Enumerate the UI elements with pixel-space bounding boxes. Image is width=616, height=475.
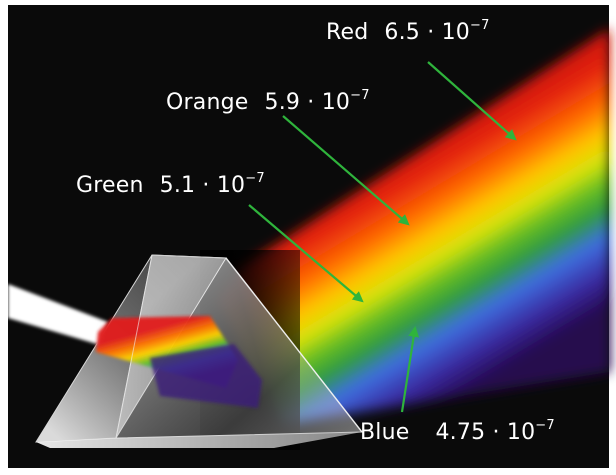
band-mantissa: 4.75 (435, 420, 486, 445)
white-light-beam (8, 284, 108, 345)
band-name: Green (76, 173, 144, 198)
label-red: Red 6.5 · 10−7 (326, 17, 490, 45)
band-mantissa: 5.1 (159, 173, 196, 198)
multiply-sign: · (202, 173, 210, 198)
base: 10 (441, 20, 471, 45)
multiply-sign: · (492, 420, 500, 445)
multiply-sign: · (307, 90, 315, 115)
base: 10 (321, 90, 351, 115)
label-green: Green 5.1 · 10−7 (76, 170, 265, 198)
pointer-arrows (248, 61, 517, 413)
arrow-blue (400, 325, 420, 413)
band-mantissa: 5.9 (264, 90, 301, 115)
arrow-orange (282, 115, 410, 226)
band-exponent: −7 (470, 17, 490, 33)
base: 10 (506, 420, 536, 445)
band-exponent: −7 (350, 87, 370, 103)
band-exponent: −7 (535, 417, 555, 433)
band-name: Orange (166, 90, 249, 115)
base: 10 (216, 173, 246, 198)
arrow-green (248, 204, 364, 303)
arrow-red (427, 61, 517, 141)
label-orange: Orange 5.9 · 10−7 (166, 87, 370, 115)
multiply-sign: · (427, 20, 435, 45)
band-name: Blue (360, 420, 410, 445)
band-exponent: −7 (245, 170, 265, 186)
band-mantissa: 6.5 (384, 20, 420, 45)
glass-prism (35, 254, 364, 448)
band-name: Red (326, 20, 369, 45)
label-blue: Blue 4.75 · 10−7 (360, 417, 555, 445)
